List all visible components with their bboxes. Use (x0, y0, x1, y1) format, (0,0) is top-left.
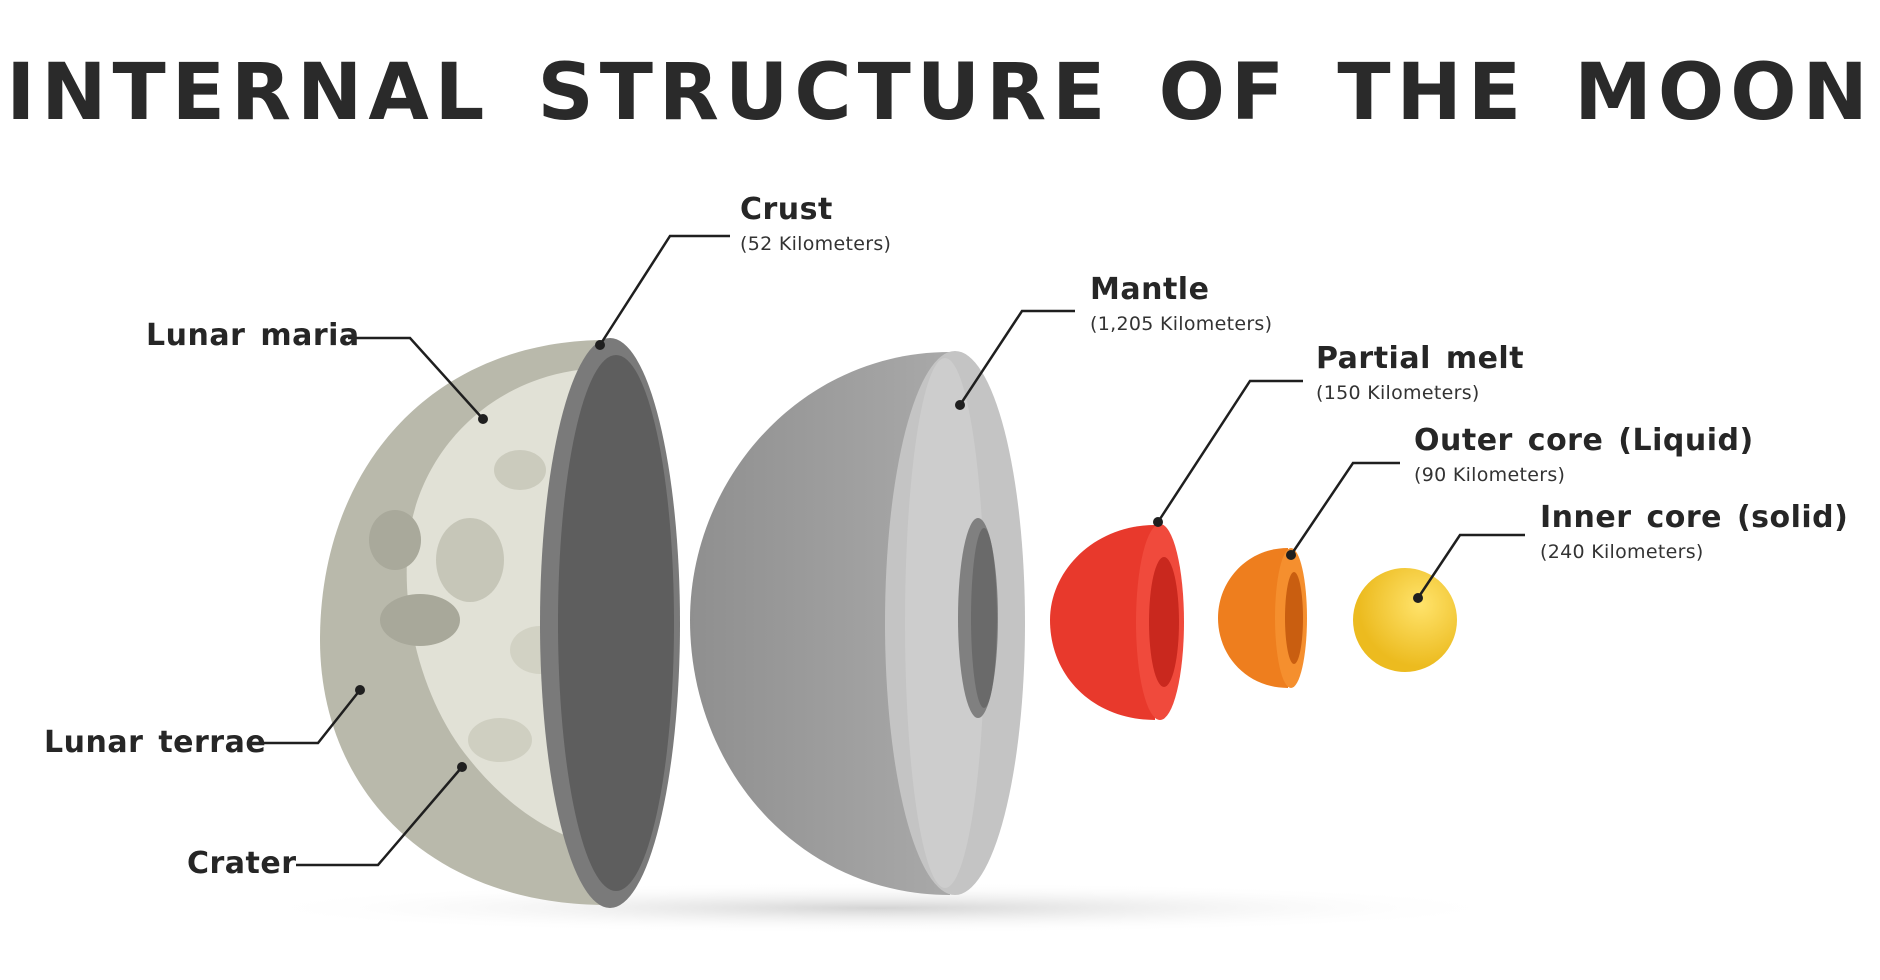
mantle-cavity-inner (971, 528, 997, 708)
leader-dot-lunar-maria (478, 414, 488, 424)
label-mantle-name: Mantle (1090, 272, 1210, 307)
leader-lines (252, 234, 1525, 867)
label-partial-melt-detail: (150 Kilometers) (1316, 382, 1480, 404)
label-inner-core-name: Inner core (solid) (1540, 500, 1849, 535)
maria-spot (468, 718, 532, 762)
leader-dot-inner-core (1413, 593, 1423, 603)
label-lunar-maria: Lunar maria (146, 318, 360, 353)
label-crater: Crater (187, 846, 297, 881)
mantle-outer-surface (690, 352, 950, 895)
maria-spot (380, 594, 460, 646)
ground-shadow (240, 882, 1520, 934)
label-lunar-terrae: Lunar terrae (44, 725, 266, 760)
label-crust-name: Crust (740, 192, 833, 227)
leader-dot-crater (457, 762, 467, 772)
diagram-title: INTERNAL STRUCTURE OF THE MOON (6, 48, 1874, 138)
label-inner-core: Inner core (solid) (240 Kilometers) (1540, 500, 1848, 563)
label-inner-core-detail: (240 Kilometers) (1540, 541, 1704, 563)
mantle-face-highlight (905, 358, 985, 888)
leader-dot-lunar-terrae (355, 685, 365, 695)
partial-melt-hemisphere (1050, 524, 1184, 720)
inner-core-sphere (1353, 568, 1457, 672)
leader-line-inner-core (1416, 533, 1525, 599)
label-outer-core-detail: (90 Kilometers) (1414, 464, 1566, 486)
label-crust: Crust (52 Kilometers) (740, 192, 891, 255)
outer-core-hemisphere (1218, 548, 1307, 688)
leader-dots (355, 340, 1423, 772)
leader-line-crater (296, 766, 463, 867)
label-outer-core: Outer core (Liquid) (90 Kilometers) (1414, 423, 1754, 486)
label-partial-melt-name: Partial melt (1316, 341, 1525, 376)
label-lunar-maria-name: Lunar maria (146, 318, 360, 353)
leader-line-partial-melt (1156, 379, 1303, 523)
label-partial-melt: Partial melt (150 Kilometers) (1316, 341, 1524, 404)
leader-dot-crust (595, 340, 605, 350)
leader-dot-partial-melt (1153, 517, 1163, 527)
leader-line-crust (598, 234, 730, 346)
leader-line-lunar-terrae (252, 689, 361, 745)
crust-inner-face (558, 355, 674, 891)
maria-spot (369, 510, 421, 570)
maria-spot (494, 450, 546, 490)
outer-core-outer (1218, 548, 1288, 688)
leader-dot-mantle (955, 400, 965, 410)
maria-spot (436, 518, 504, 602)
leader-line-mantle (958, 309, 1075, 406)
label-lunar-terrae-name: Lunar terrae (44, 725, 267, 760)
label-crater-name: Crater (187, 846, 297, 881)
partial-melt-outer (1050, 525, 1155, 720)
label-mantle-detail: (1,205 Kilometers) (1090, 313, 1273, 335)
crust-hemisphere (320, 338, 680, 908)
label-mantle: Mantle (1,205 Kilometers) (1090, 272, 1272, 335)
outer-core-inner (1285, 572, 1303, 664)
leader-line-lunar-maria (348, 336, 484, 420)
partial-melt-inner (1149, 557, 1179, 687)
leader-line-outer-core (1289, 461, 1400, 556)
label-outer-core-name: Outer core (Liquid) (1414, 423, 1754, 458)
label-crust-detail: (52 Kilometers) (740, 233, 892, 255)
mantle-hemisphere (690, 351, 1025, 895)
leader-dot-outer-core (1286, 550, 1296, 560)
